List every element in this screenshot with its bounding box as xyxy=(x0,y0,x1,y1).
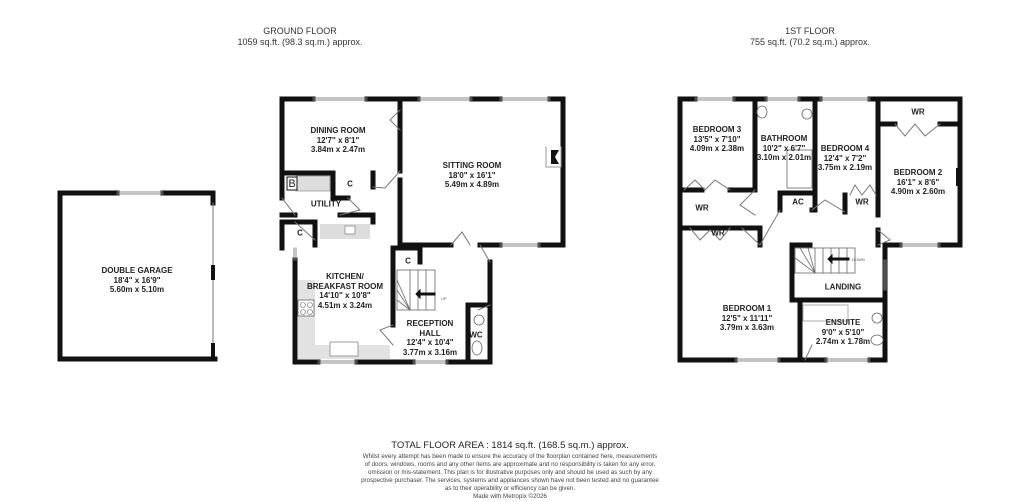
disclaimer-line: of doors, windows, rooms and any other i… xyxy=(364,461,656,468)
room-dimensions-imperial: 12'7" x 8'1" xyxy=(316,135,360,145)
disclaimer-line: omission or mis-statement. This plan is … xyxy=(368,469,652,476)
boiler-label: B xyxy=(288,178,296,190)
first-floor-title: 1ST FLOOR xyxy=(785,26,835,36)
room-name: BEDROOM 4 xyxy=(820,144,870,153)
room-dimensions-metric: 3.75m x 2.19m xyxy=(817,163,873,172)
room-name: RECEPTION xyxy=(406,319,454,328)
room-dimensions-metric: 4.09m x 2.38m xyxy=(689,144,745,153)
landing-label: LANDING xyxy=(824,282,862,292)
room-name: ENSUITE xyxy=(825,318,861,327)
room-dimensions-metric: 3.77m x 3.16m xyxy=(402,347,458,357)
room-kitchen: KITCHEN/ BREAKFAST ROOM 14'10" x 10'8" 4… xyxy=(307,272,383,310)
room-dimensions-imperial: 12'5" x 11'11" xyxy=(721,313,773,323)
stairs-down-label: DOWN xyxy=(852,257,865,262)
room-dimensions-imperial: 9'0" x 5'10" xyxy=(821,327,865,337)
room-bedroom-2: BEDROOM 2 16'1" x 8'6" 4.90m x 2.60m xyxy=(891,168,945,197)
room-name: BEDROOM 3 xyxy=(692,125,742,134)
room-name: SITTING ROOM xyxy=(442,161,502,170)
room-dimensions-imperial: 16'1" x 8'6" xyxy=(896,177,940,187)
room-dimensions-imperial: 14'10" x 10'8" xyxy=(319,291,371,300)
wardrobe-label-bed4: WR xyxy=(855,197,869,207)
room-dimensions-imperial: 10'2" x 6'7" xyxy=(762,143,806,153)
room-bathroom: BATHROOM 10'2" x 6'7" 3.10m x 2.01m xyxy=(757,134,811,163)
cupboard-label-kitchen: C xyxy=(297,228,303,238)
room-dimensions-metric: 2.74m x 1.78m xyxy=(815,337,871,346)
disclaimer: Whilst every attempt has been made to en… xyxy=(0,453,1020,501)
disclaimer-line: prospective purchaser. The services, sys… xyxy=(361,477,659,484)
utility-label: UTILITY xyxy=(310,199,342,209)
room-name: BEDROOM 2 xyxy=(893,168,943,177)
room-name: KITCHEN/ xyxy=(326,272,364,281)
room-bedroom-4: BEDROOM 4 12'4" x 7'2" 3.75m x 2.19m xyxy=(818,144,872,173)
first-floor-area: 755 sq.ft. (70.2 sq.m.) approx. xyxy=(749,37,871,47)
room-name: BEDROOM 1 xyxy=(722,304,772,313)
room-dimensions-metric: 5.49m x 4.89m xyxy=(444,180,500,189)
room-double-garage: DOUBLE GARAGE 18'4" x 16'9" 5.60m x 5.10… xyxy=(101,266,172,295)
room-dimensions-metric: 3.79m x 3.63m xyxy=(719,323,775,332)
room-bedroom-3: BEDROOM 3 13'5" x 7'10" 4.09m x 2.38m xyxy=(690,125,744,154)
room-dining: DINING ROOM 12'7" x 8'1" 3.84m x 2.47m xyxy=(310,126,365,155)
credit-line: Made with Metropix ©2026 xyxy=(473,493,547,500)
wardrobe-label-bed3: WR xyxy=(695,203,709,213)
room-dimensions-metric: 3.10m x 2.01m xyxy=(756,153,812,162)
stairs-up-label: UP xyxy=(441,296,447,301)
room-dimensions-imperial: 13'5" x 7'10" xyxy=(693,134,741,144)
disclaimer-line: Whilst every attempt has been made to en… xyxy=(362,453,658,460)
room-reception-hall: RECEPTION HALL 12'4" x 10'4" 3.77m x 3.1… xyxy=(403,319,457,357)
room-dimensions-metric: 4.90m x 2.60m xyxy=(890,187,946,196)
room-dimensions-metric: 4.51m x 3.24m xyxy=(317,300,373,310)
cupboard-label-hall: C xyxy=(405,256,411,266)
first-floor-header: 1ST FLOOR 755 sq.ft. (70.2 sq.m.) approx… xyxy=(700,26,920,48)
wc-label: WC xyxy=(469,330,483,340)
wardrobe-label-bed1: WR xyxy=(711,228,725,238)
room-bedroom-1: BEDROOM 1 12'5" x 11'11" 3.79m x 3.63m xyxy=(720,304,774,333)
room-dimensions-imperial: 18'4" x 16'9" xyxy=(113,275,161,285)
room-sitting: SITTING ROOM 18'0" x 16'1" 5.49m x 4.89m xyxy=(443,161,502,190)
room-ensuite: ENSUITE 9'0" x 5'10" 2.74m x 1.78m xyxy=(816,318,870,347)
room-name: BATHROOM xyxy=(760,134,808,143)
total-floor-area: TOTAL FLOOR AREA : 1814 sq.ft. (168.5 sq… xyxy=(391,440,629,451)
ground-floor-area: 1059 sq.ft. (98.3 sq.m.) approx. xyxy=(237,37,363,47)
first-floor-walls xyxy=(677,96,963,363)
room-name: DINING ROOM xyxy=(310,126,366,135)
room-dimensions-imperial: 12'4" x 10'4" xyxy=(406,338,454,347)
ground-floor-title: GROUND FLOOR xyxy=(263,26,337,36)
ground-floor-walls xyxy=(279,96,566,365)
ground-floor-header: GROUND FLOOR 1059 sq.ft. (98.3 sq.m.) ap… xyxy=(190,26,410,48)
room-dimensions-imperial: 12'4" x 7'2" xyxy=(823,153,867,163)
room-name-line2: BREAKFAST ROOM xyxy=(307,281,383,291)
room-dimensions-metric: 5.60m x 5.10m xyxy=(109,285,165,294)
garage-walls xyxy=(57,190,218,362)
wardrobe-label-bed2: WR xyxy=(911,107,925,117)
disclaimer-line: as to their operability or efficiency ca… xyxy=(444,485,576,492)
airing-cupboard-label: AC xyxy=(792,197,804,207)
room-dimensions-metric: 3.84m x 2.47m xyxy=(310,145,366,154)
room-dimensions-imperial: 18'0" x 16'1" xyxy=(448,170,496,180)
room-name: DOUBLE GARAGE xyxy=(101,266,173,275)
room-name-line2: HALL xyxy=(419,328,441,338)
cupboard-label-utility: C xyxy=(347,179,353,189)
